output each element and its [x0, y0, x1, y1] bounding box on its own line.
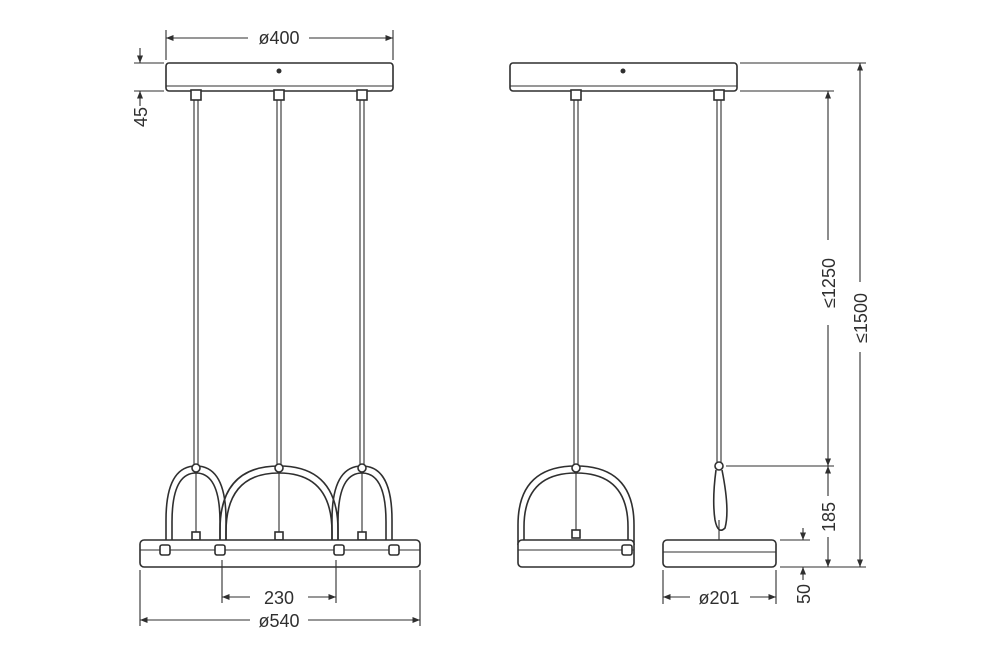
front-cables — [193, 100, 365, 466]
side-canopy — [509, 62, 738, 92]
front-view — [139, 62, 421, 568]
dim-spacing: 230 — [264, 588, 294, 608]
dim-shade-height: 50 — [794, 584, 814, 604]
dim-shade-diameter: ø201 — [698, 588, 739, 608]
side-view — [509, 62, 777, 568]
front-arches — [165, 463, 393, 545]
side-dimensions: ≤1250 ≤1500 185 50 ø201 — [662, 62, 871, 608]
dim-head-height: 185 — [819, 502, 839, 532]
front-canopy — [165, 62, 394, 92]
dim-canopy-height: 45 — [131, 107, 151, 127]
dim-suspension-long: ≤1500 — [851, 293, 871, 343]
front-base — [139, 539, 421, 568]
dim-suspension-short: ≤1250 — [819, 258, 839, 308]
dim-overall-width: ø540 — [258, 611, 299, 631]
dim-canopy-diameter: ø400 — [258, 28, 299, 48]
front-dimensions: ø400 45 230 ø540 — [131, 28, 421, 631]
